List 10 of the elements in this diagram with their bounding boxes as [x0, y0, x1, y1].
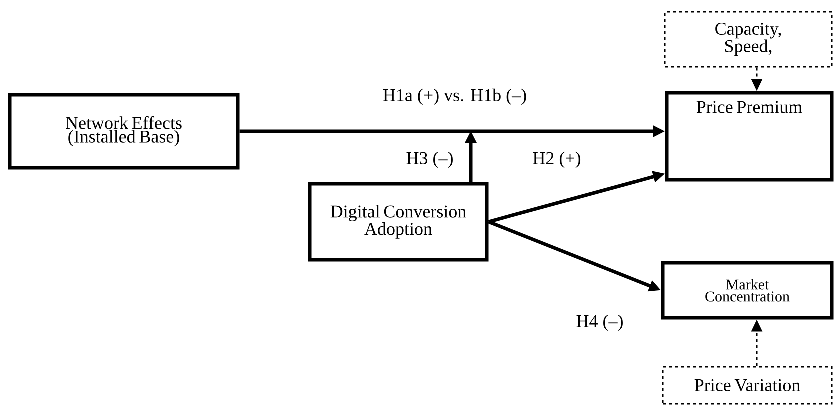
edge-label: H2 (+) — [532, 150, 582, 170]
process-box: Market Concentration — [661, 261, 834, 320]
process-box: Network Effects (Installed Base) — [8, 93, 240, 170]
process-box: Price Premium — [665, 91, 834, 182]
edge-label: H1a (+) vs. H1b (–) — [382, 88, 528, 106]
edge-label: H3 (–) — [405, 150, 455, 170]
dashed-box: Price Variation — [662, 366, 833, 405]
process-box: Digital Conversion Adoption — [308, 182, 489, 262]
dashed-box: Capacity, Speed, — [664, 11, 833, 68]
edge-label: H4 (–) — [575, 314, 625, 332]
